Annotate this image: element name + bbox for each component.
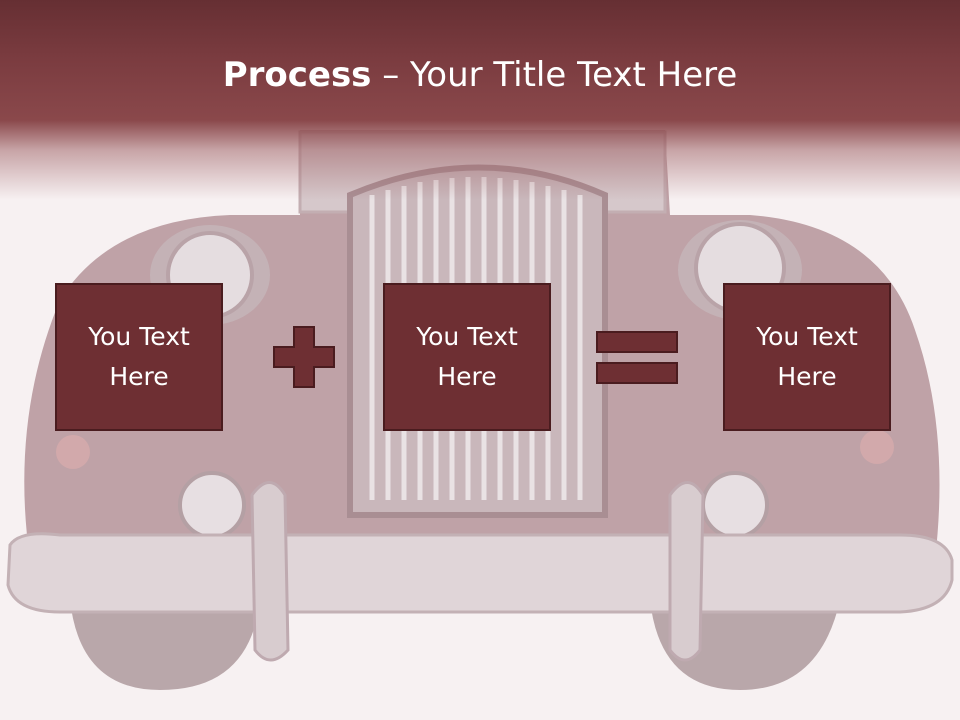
process-box-2[interactable]: You Text Here — [383, 283, 551, 431]
box-1-line-1: You Text — [88, 322, 190, 351]
header-band — [0, 0, 960, 200]
title-regular-part: – Your Title Text Here — [371, 55, 738, 95]
box-3-line-1: You Text — [756, 322, 858, 351]
title-bold-part: Process — [222, 55, 372, 95]
process-box-3[interactable]: You Text Here — [723, 283, 891, 431]
process-box-1[interactable]: You Text Here — [55, 283, 223, 431]
box-1-line-2: Here — [109, 362, 169, 391]
box-2-line-1: You Text — [416, 322, 518, 351]
plus-icon — [273, 326, 335, 388]
equals-icon — [596, 331, 678, 384]
box-3-line-2: Here — [777, 362, 837, 391]
box-2-line-2: Here — [437, 362, 497, 391]
slide-title: Process – Your Title Text Here — [0, 52, 960, 98]
